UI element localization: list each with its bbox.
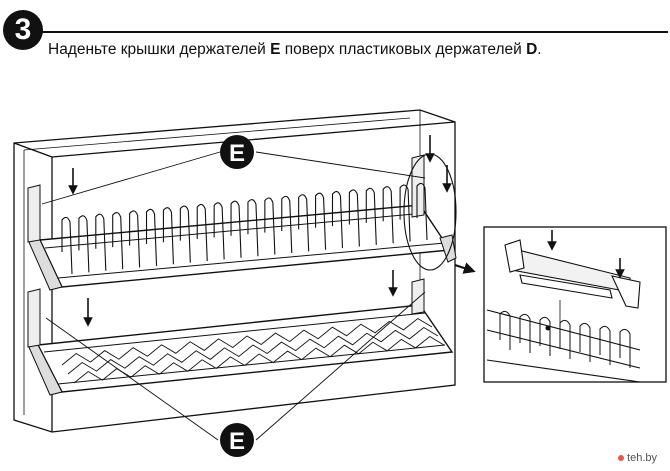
step-number: 3: [14, 13, 32, 46]
upper-rack-dividers: [61, 182, 428, 275]
inset-rack-divider: [559, 319, 571, 359]
site-watermark: teh.by: [613, 451, 662, 465]
rack-divider: [247, 199, 259, 257]
header-rule: [40, 31, 668, 33]
watermark-dot-icon: [618, 455, 625, 462]
rack-divider: [112, 212, 124, 270]
rack-divider: [78, 215, 90, 273]
rack-divider: [416, 182, 428, 241]
rack-divider: [399, 184, 411, 242]
rack-divider: [162, 207, 174, 265]
rack-divider: [298, 194, 310, 252]
lower-tray-rack: [27, 278, 454, 396]
instruction-text: Наденьте крышки держателей E поверх плас…: [48, 41, 542, 59]
watermark-text: teh.by: [627, 452, 657, 464]
rack-divider: [196, 203, 208, 262]
rack-divider: [230, 200, 242, 258]
rack-divider: [179, 205, 191, 263]
callout-e-bottom-label: E: [229, 428, 245, 455]
inset-rack-divider: [579, 322, 591, 362]
callout-e-top-label: E: [229, 140, 245, 167]
rack-divider: [281, 195, 293, 253]
tray-zigzag-line: [67, 326, 439, 375]
part-d-ref: D: [526, 41, 538, 58]
rack-divider: [365, 187, 377, 245]
rack-divider: [315, 192, 327, 250]
rack-divider: [129, 210, 141, 268]
instruction-middle: поверх пластиковых держателей: [280, 41, 527, 58]
tray-zigzag-line: [61, 317, 433, 366]
step-number-badge: 3: [3, 10, 43, 50]
inset-rack-divider: [499, 310, 511, 350]
part-e-ref: E: [270, 41, 281, 58]
callout-leaders: [41, 151, 426, 441]
inset-rack-divider: [599, 325, 611, 365]
rack-divider: [145, 208, 158, 266]
inset-rack-divider: [539, 316, 551, 356]
rack-divider: [331, 191, 344, 249]
rack-divider: [348, 189, 360, 247]
rack-divider: [213, 202, 225, 260]
callout-e-bottom: E: [220, 423, 254, 457]
lower-tray-zigzag: [61, 317, 445, 384]
rack-divider: [264, 197, 276, 255]
instruction-prefix: Наденьте крышки держателей: [48, 41, 271, 58]
upper-dish-rack: [27, 154, 457, 291]
instruction-suffix: .: [537, 41, 542, 58]
tray-zigzag-line: [73, 335, 445, 384]
inset-rack-divider: [519, 313, 531, 353]
inset-rack-divider: [619, 328, 631, 368]
detail-inset: [483, 226, 667, 383]
detail-highlight: [403, 153, 476, 274]
rack-divider: [95, 213, 107, 271]
rack-divider: [382, 186, 394, 244]
rack-divider: [61, 216, 73, 275]
callout-e-top: E: [220, 135, 254, 169]
